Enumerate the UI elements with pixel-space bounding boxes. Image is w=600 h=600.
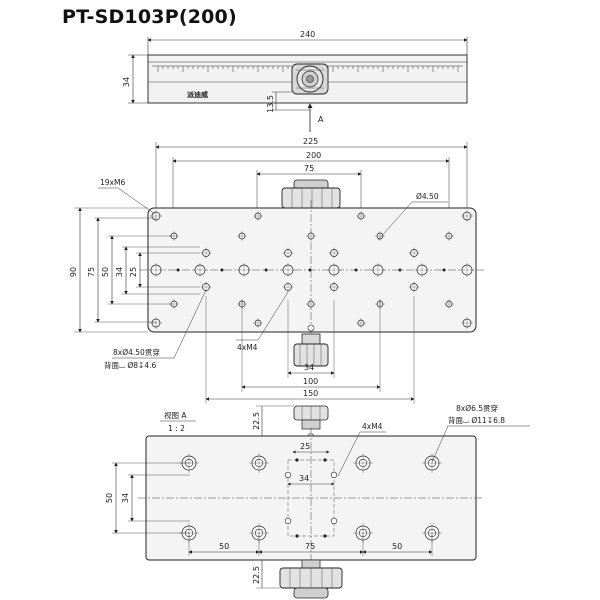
center-dot xyxy=(264,268,268,272)
dim-34-bottom-left-v: 34 xyxy=(121,493,130,503)
side-view: 240 派迪威 34 13.5 A xyxy=(122,30,468,132)
dim-100: 100 xyxy=(303,377,318,386)
dim-75-top: 75 xyxy=(304,164,314,173)
dim-34-h: 34 xyxy=(299,474,309,483)
note-phi450: Ø4.50 xyxy=(416,192,439,201)
dim-50-left: 50 xyxy=(101,267,110,277)
drawing-title: PT-SD103P(200) xyxy=(62,6,237,28)
note-8x-bottom-line1: 8xØ6.5贯穿 xyxy=(456,403,498,413)
dim-200: 200 xyxy=(306,151,321,160)
dim-13-5: 13.5 xyxy=(266,95,275,113)
center-dot xyxy=(176,268,180,272)
dim-25-bottom: 25 xyxy=(300,442,310,451)
dim-50-bottom-l: 50 xyxy=(219,542,229,551)
dim-22-5-top: 22.5 xyxy=(252,412,261,430)
dim-22-5-bottom: 22.5 xyxy=(252,566,261,584)
center-dot xyxy=(442,268,446,272)
dim-75-bottom: 75 xyxy=(305,542,315,551)
pin-dot xyxy=(323,458,327,462)
center-dot xyxy=(220,268,224,272)
pin-dot xyxy=(295,458,299,462)
pin-dot xyxy=(295,534,299,538)
dim-75-left: 75 xyxy=(87,267,96,277)
m4-hole xyxy=(330,471,338,479)
m4-hole xyxy=(284,471,292,479)
dim-50-bottom-r: 50 xyxy=(392,542,402,551)
bottom-view: 视图 A 1 : 2 22.5 25 34 4xM4 xyxy=(105,403,530,599)
m4-hole xyxy=(330,517,338,525)
dim-25-left: 25 xyxy=(129,267,138,277)
view-arrow-label: A xyxy=(318,115,324,124)
dim-34-bottom: 34 xyxy=(304,363,314,372)
view-label-line1: 视图 A xyxy=(164,410,187,420)
center-dot xyxy=(308,268,312,272)
dim-150: 150 xyxy=(303,389,318,398)
view-label-line2: 1 : 2 xyxy=(168,424,185,433)
dim-225: 225 xyxy=(303,137,318,146)
dim-240: 240 xyxy=(300,30,315,39)
center-dot xyxy=(354,268,358,272)
dim-50-bottom-left-v: 50 xyxy=(105,493,114,503)
top-view: 225 200 75 19xM6 Ø4.50 xyxy=(69,137,484,404)
note-19xm6: 19xM6 xyxy=(100,178,125,187)
note-8x-line2: 背面⌴ Ø8↧4.6 xyxy=(104,360,156,370)
bottom-holes xyxy=(179,453,442,543)
dim-34-left: 34 xyxy=(115,267,124,277)
note-4xm4-top: 4xM4 xyxy=(237,343,258,352)
center-dot xyxy=(398,268,402,272)
brand-mark: 派迪威 xyxy=(187,90,208,99)
pin-dot xyxy=(323,534,327,538)
m4-hole xyxy=(284,517,292,525)
note-4xm4-bottom: 4xM4 xyxy=(362,422,383,431)
dim-90: 90 xyxy=(69,267,78,277)
dim-34-side: 34 xyxy=(122,77,131,87)
plate-holes xyxy=(149,210,474,329)
note-8x-line1: 8xØ4.50贯穿 xyxy=(113,347,160,357)
note-8x-bottom-line2: 背面⌴ Ø11↧6.8 xyxy=(448,415,505,425)
